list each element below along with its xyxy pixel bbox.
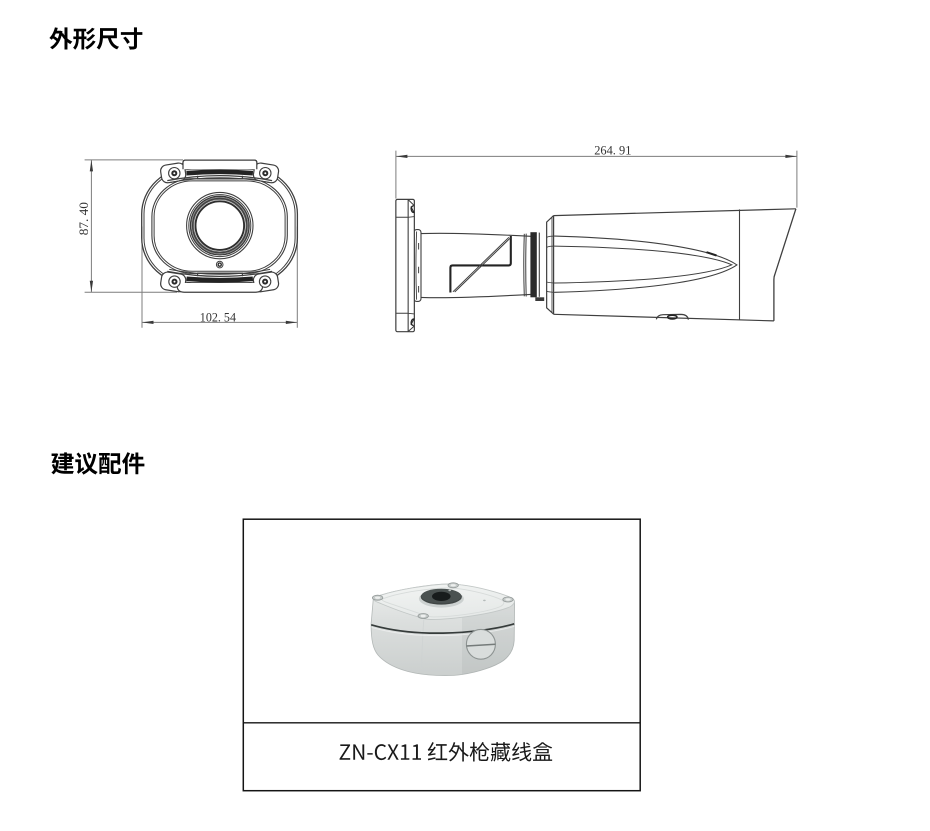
- svg-text:87. 40: 87. 40: [76, 202, 91, 235]
- svg-text:102. 54: 102. 54: [200, 309, 237, 324]
- svg-text:264. 91: 264. 91: [594, 142, 631, 157]
